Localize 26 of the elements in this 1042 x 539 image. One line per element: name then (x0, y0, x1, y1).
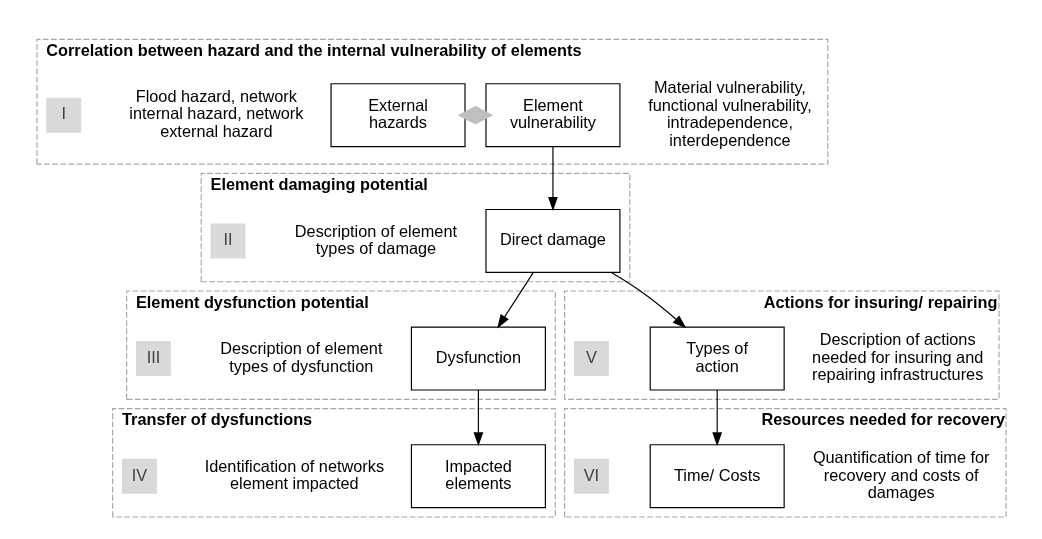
arrow (473, 389, 483, 447)
node-label: Material vulnerability, functional vulnerability, intradependence, interdependence (647, 78, 812, 149)
node-box: II (210, 223, 245, 259)
node-box: Direct damage (484, 208, 620, 273)
node-box: External hazards (330, 83, 466, 148)
node-label: Flood hazard, network internal hazard, network external hazard (128, 87, 303, 140)
arrow (496, 271, 534, 329)
node-box: Types of action (649, 326, 785, 391)
node-label: Description of element types of dysfunction (219, 339, 382, 375)
node-box: I (45, 97, 81, 133)
arrow (457, 105, 493, 125)
node-box: III (135, 341, 171, 377)
node-label: Quantification of time for recovery and costs of damages (812, 448, 990, 501)
node-label: Identification of networks element impacted (204, 456, 384, 493)
node-box: V (573, 341, 609, 377)
node-box: Time/ Costs (649, 444, 785, 509)
node-label: Description of actions needed for insuring and repairing infrastructures (811, 330, 983, 384)
node-label: Description of element types of damage (294, 221, 457, 257)
node-box: Dysfunction (410, 326, 546, 391)
node-box: Element vulnerability (484, 83, 620, 148)
node-box: Impacted elements (410, 444, 546, 509)
arrow (711, 389, 722, 447)
arrow (547, 146, 558, 211)
arrow (610, 272, 686, 329)
node-box: IV (121, 458, 157, 494)
node-box: VI (573, 458, 609, 494)
